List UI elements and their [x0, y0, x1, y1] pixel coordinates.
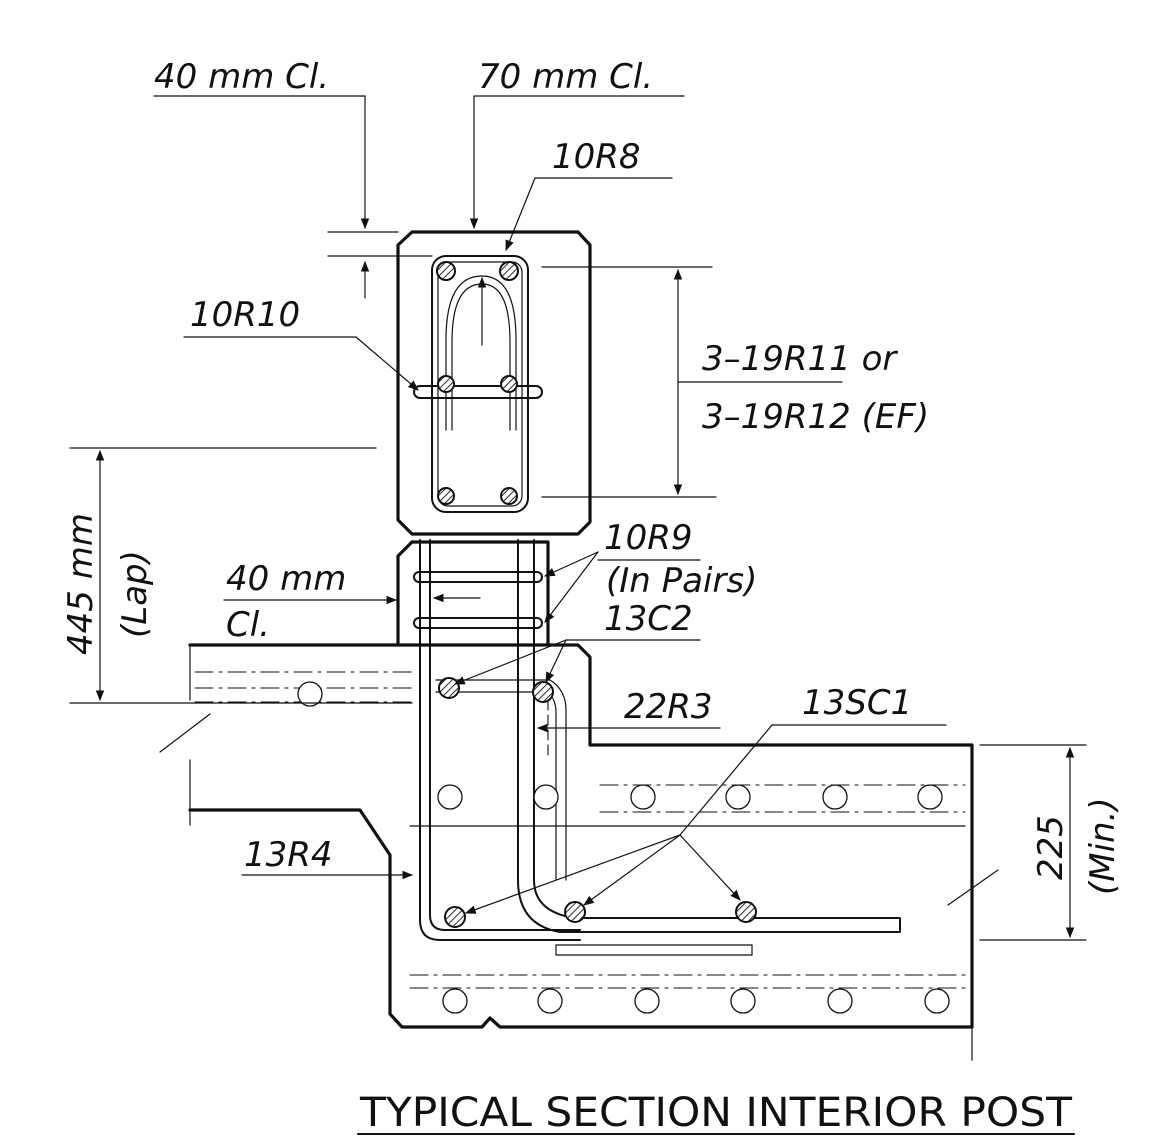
label-lap-note: (Lap)	[115, 550, 155, 638]
label-cover-70: 70 mm Cl.	[478, 57, 653, 97]
label-slab-depth-note: (Min.)	[1083, 797, 1123, 895]
bar-13SC1-lap	[555, 944, 753, 956]
label-10R8: 10R8	[552, 137, 641, 177]
tie-10R9-b	[413, 617, 543, 629]
label-10R9: 10R9	[604, 518, 693, 558]
post-base-outline	[396, 540, 550, 647]
label-13SC1: 13SC1	[802, 683, 912, 723]
break-line-left	[159, 713, 211, 753]
label-bars-line1: 3–19R11 or	[702, 339, 898, 379]
bar-22R3	[517, 539, 901, 933]
label-bars-line2: 3–19R12 (EF)	[702, 397, 929, 437]
label-13C2: 13C2	[604, 599, 693, 639]
label-slab-depth: 225	[1031, 815, 1071, 880]
existing-bar	[297, 681, 323, 707]
stirrup-10R8-outer	[431, 255, 529, 513]
label-13R4: 13R4	[244, 835, 333, 875]
label-10R10: 10R10	[190, 295, 300, 335]
tie-10R9-a	[413, 571, 543, 583]
deck-outline	[188, 643, 974, 1029]
label-cover-side-40: 40 mm	[226, 559, 346, 599]
label-cover-40: 40 mm Cl.	[154, 57, 329, 97]
post-outline	[396, 230, 592, 536]
tie-10R10	[413, 385, 543, 399]
break-line-right	[947, 869, 999, 906]
label-22R3: 22R3	[624, 687, 713, 727]
label-lap-length: 445 mm	[61, 513, 101, 655]
bar-13C2	[435, 679, 567, 881]
drawing-title: TYPICAL SECTION INTERIOR POST	[359, 1090, 1073, 1136]
stirrup-hook	[445, 275, 517, 431]
slab-bottom-bars	[442, 988, 950, 1014]
slab-top-bars	[437, 784, 943, 810]
label-in-pairs: (In Pairs)	[606, 561, 757, 601]
label-cover-side-cl: Cl.	[226, 605, 270, 645]
hatched-bars	[436, 261, 757, 928]
bar-13R4	[419, 539, 581, 941]
